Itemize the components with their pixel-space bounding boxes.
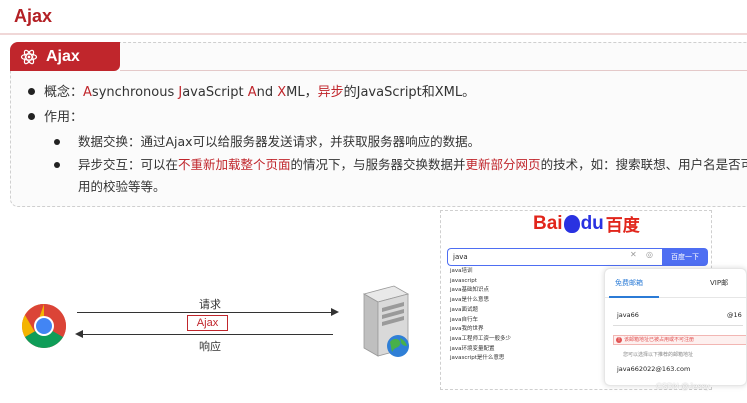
- concept-rest: 的JavaScript和XML。: [343, 85, 476, 100]
- tab-divider: [605, 297, 746, 298]
- async-prefix: 异步交互：可以在: [78, 157, 179, 172]
- concept-bullet: 概念：Asynchronous JavaScript And XML，异步的Ja…: [28, 83, 475, 103]
- async-highlight-partial-update: 更新部分网页: [465, 157, 541, 172]
- suggestion-item[interactable]: java面试题: [450, 306, 479, 313]
- suggestion-item[interactable]: java我的世界: [450, 326, 484, 333]
- request-arrow-line: [77, 312, 333, 313]
- async-suffix: 的技术，如：搜索联想、用户名是否可: [540, 157, 747, 172]
- baidu-logo-du: du: [580, 212, 604, 234]
- role-label: 作用：: [44, 110, 84, 125]
- concept-async: 异步: [317, 85, 344, 100]
- concept-synchronous: synchronous: [91, 85, 179, 100]
- sub-bullet-dot: [54, 162, 60, 168]
- error-message: 该邮箱地址已被占用或不可注册: [613, 335, 746, 345]
- suggestion-item[interactable]: javascript是什么意思: [450, 355, 505, 362]
- concept-label: 概念：: [44, 85, 84, 100]
- suggestion-item[interactable]: javascript: [450, 277, 477, 284]
- username-field[interactable]: java66: [617, 311, 639, 319]
- email-domain: @16: [727, 311, 742, 319]
- suggestion-item[interactable]: java是什么意思: [450, 297, 490, 304]
- concept-letter-and-a: A: [247, 85, 257, 100]
- response-label: 响应: [199, 340, 221, 353]
- sub-bullet-dot: [54, 139, 60, 145]
- suggestion-item[interactable]: java环境变量配置: [450, 345, 495, 352]
- concept-and: nd: [256, 85, 278, 100]
- request-label: 请求: [199, 298, 221, 311]
- tab-vip-email[interactable]: VIP邮: [710, 279, 729, 287]
- slide-title: Ajax: [14, 6, 53, 26]
- sub-bullet-data-exchange: 数据交换：通过Ajax可以给服务器发送请求，并获取服务器响应的数据。: [54, 131, 480, 153]
- sub-bullet-text: 数据交换：通过Ajax可以给服务器发送请求，并获取服务器响应的数据。: [78, 134, 481, 149]
- tab-free-email[interactable]: 免费邮箱: [615, 279, 643, 287]
- response-arrow-line: [77, 334, 333, 335]
- sub-bullet-async: 异步交互：可以在不重新加载整个页面的情况下，与服务器交换数据并更新部分网页的技术…: [54, 154, 747, 198]
- server-icon: [362, 285, 410, 357]
- camera-icon[interactable]: ◎: [646, 250, 653, 259]
- suggested-email[interactable]: java662022@163.com: [617, 365, 691, 373]
- request-arrowhead: [331, 308, 339, 316]
- async-line2: 用的校验等等。: [78, 179, 166, 194]
- bullet-dot: [28, 88, 35, 95]
- baidu-search-button[interactable]: 百度一下: [662, 248, 708, 266]
- watermark: CSDN @Jessy: [656, 382, 710, 391]
- title-divider: [0, 33, 747, 35]
- concept-letter-x: X: [277, 85, 287, 100]
- async-highlight-no-reload: 不重新加载整个页面: [178, 157, 291, 172]
- panel-tab-label: Ajax: [46, 47, 80, 65]
- chrome-browser-icon: [22, 304, 66, 348]
- suggestion-item[interactable]: java基础知识点: [450, 287, 490, 294]
- suggestion-item[interactable]: java培训: [450, 268, 473, 274]
- field-underline: [613, 325, 743, 326]
- atom-icon: [20, 49, 38, 64]
- baidu-logo: Bai du 百度: [533, 211, 640, 236]
- baidu-search-input[interactable]: java: [447, 248, 662, 266]
- panel-tab: Ajax: [10, 42, 120, 71]
- suggestion-hint: 您可以选择以下推荐的邮箱地址: [623, 352, 694, 358]
- active-tab-indicator: [609, 296, 659, 298]
- response-arrowhead: [75, 330, 83, 338]
- ajax-label-box: Ajax: [187, 315, 228, 331]
- concept-javascript: avaScript: [182, 85, 248, 100]
- baidu-logo-cn: 百度: [605, 216, 640, 235]
- baidu-logo-bai: Bai: [533, 212, 563, 234]
- email-signup-popup: 免费邮箱 VIP邮 java66 @16 该邮箱地址已被占用或不可注册 您可以选…: [604, 268, 747, 386]
- suggestion-item[interactable]: java自行车: [450, 316, 479, 323]
- concept-letter-j: J: [178, 85, 183, 100]
- clear-icon[interactable]: ✕: [630, 250, 637, 259]
- concept-letter-a: A: [83, 85, 92, 100]
- role-bullet: 作用：: [28, 108, 83, 128]
- content-panel: [10, 42, 747, 207]
- baidu-paw-icon: [563, 214, 580, 233]
- suggestion-list: java培训 javascript java基础知识点 java是什么意思 java面试…: [447, 267, 607, 364]
- concept-xml: ML，: [286, 85, 318, 100]
- bullet-dot: [28, 113, 35, 120]
- async-middle: 的情况下，与服务器交换数据并: [290, 157, 466, 172]
- panel-header-line: [120, 70, 747, 71]
- suggestion-item[interactable]: java工程师工资一般多少: [450, 335, 512, 342]
